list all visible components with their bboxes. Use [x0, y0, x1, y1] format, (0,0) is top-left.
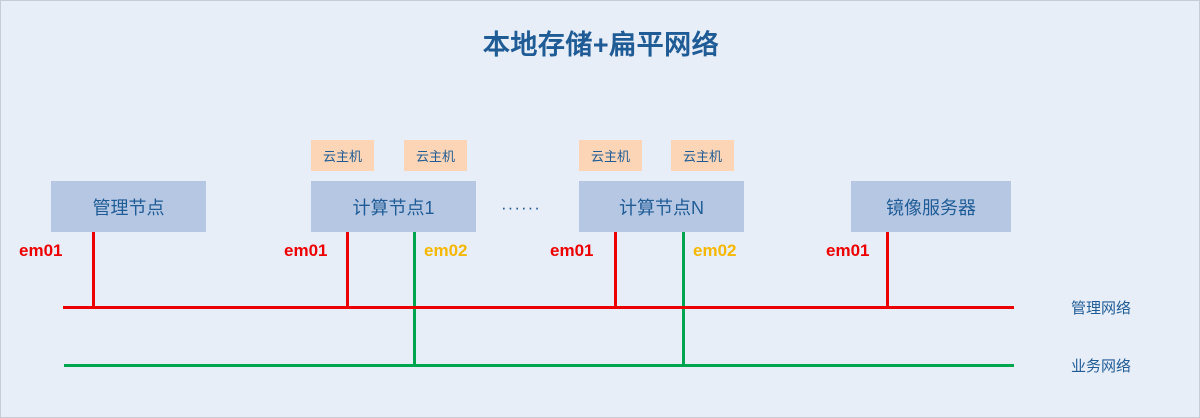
drop-line-computen-em01 [614, 232, 617, 308]
drop-line-computen-em02 [682, 232, 685, 366]
page-title: 本地存储+扁平网络 [482, 30, 720, 60]
vm-label: 云主机 [682, 149, 722, 164]
bus-line-business-network [64, 364, 1014, 367]
iface-label-compute1-em02: em02 [424, 241, 468, 260]
drop-line-compute1-em01 [346, 232, 349, 308]
drop-line-image-server-em01 [886, 232, 889, 308]
iface-label-computen-em01: em01 [550, 241, 594, 260]
node-box-compute-1[interactable]: 计算节点1 [311, 181, 476, 232]
node-label: 计算节点1 [352, 197, 435, 218]
drop-line-management-node [92, 232, 95, 308]
vm-box-computen-b[interactable]: 云主机 [671, 140, 734, 171]
bus-label-business-network: 业务网络 [1071, 358, 1132, 375]
drop-line-compute1-em02 [413, 232, 416, 366]
iface-label-image-server-em01: em01 [826, 241, 870, 260]
iface-label-management-node-em01: em01 [19, 241, 63, 260]
vm-box-computen-a[interactable]: 云主机 [579, 140, 642, 171]
bus-line-management-network [63, 306, 1014, 309]
node-label: 管理节点 [92, 197, 165, 218]
vm-box-compute1-b[interactable]: 云主机 [404, 140, 467, 171]
bus-label-management-network: 管理网络 [1071, 300, 1132, 317]
iface-label-computen-em02: em02 [693, 241, 737, 260]
node-box-compute-n[interactable]: 计算节点N [579, 181, 744, 232]
ellipsis-indicator: ······ [501, 198, 541, 217]
node-box-image-server[interactable]: 镜像服务器 [851, 181, 1011, 232]
iface-label-compute1-em01: em01 [284, 241, 328, 260]
vm-box-compute1-a[interactable]: 云主机 [311, 140, 374, 171]
vm-label: 云主机 [415, 149, 455, 164]
vm-label: 云主机 [590, 149, 630, 164]
node-box-management[interactable]: 管理节点 [51, 181, 206, 232]
node-label: 计算节点N [619, 197, 704, 218]
vm-label: 云主机 [322, 149, 362, 164]
node-label: 镜像服务器 [886, 197, 976, 218]
